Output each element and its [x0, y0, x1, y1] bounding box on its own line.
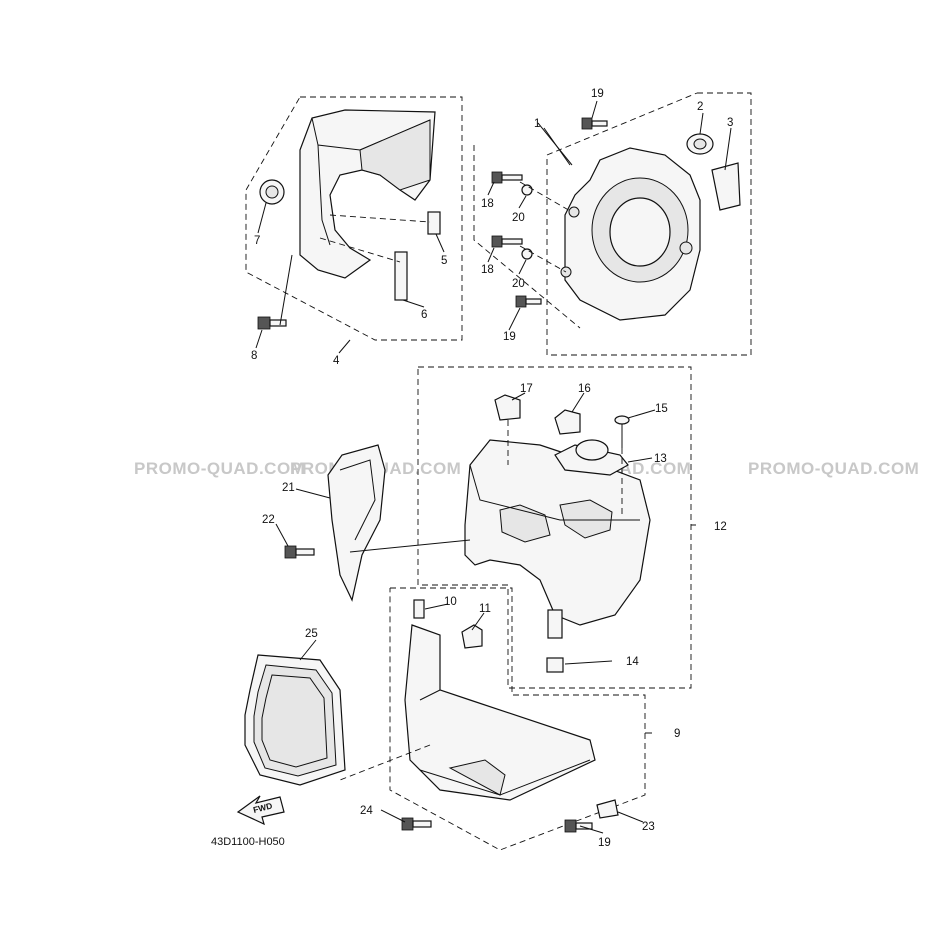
side-cover-21: [284, 444, 471, 602]
label-19: 19: [591, 88, 604, 100]
label-16: 16: [578, 383, 591, 395]
label-15: 15: [655, 403, 668, 415]
label-14: 14: [626, 656, 639, 668]
label-7: 7: [254, 235, 260, 247]
label-11: 11: [479, 603, 491, 615]
label-22: 22: [262, 514, 275, 526]
label-10: 10: [444, 596, 457, 608]
watermark-text: PROMO-QUAD.COM: [134, 459, 305, 478]
label-20: 20: [512, 278, 525, 290]
leader-lines: [255, 100, 732, 834]
label-1: 1: [534, 118, 540, 130]
label-24: 24: [360, 805, 373, 817]
label-8: 8: [251, 350, 257, 362]
label-25: 25: [305, 628, 318, 640]
label-18: 18: [481, 198, 494, 210]
fwd-arrow-icon: FWD: [236, 795, 285, 826]
label-2: 2: [697, 101, 703, 113]
lower-bracket-assembly-9: [339, 587, 652, 851]
label-23: 23: [642, 821, 655, 833]
label-19: 19: [503, 331, 516, 343]
fwd-badge: FWD: [252, 801, 273, 815]
shroud-assembly-4: [245, 96, 463, 341]
fan-housing-assembly-1: [473, 92, 752, 356]
label-20: 20: [512, 212, 525, 224]
label-13: 13: [654, 453, 667, 465]
label-3: 3: [727, 117, 733, 129]
part-labels: 1 2 3 4 5 6 7 8 9 10 11 12 13 14 15 16 1…: [251, 88, 733, 849]
watermark-text: PROMO-QUAD.COM: [748, 459, 919, 478]
label-12: 12: [714, 521, 727, 533]
label-5: 5: [441, 255, 447, 267]
middle-housing-assembly-12: [417, 366, 696, 689]
label-4: 4: [333, 355, 340, 367]
gasket-25: [244, 654, 346, 786]
label-18: 18: [481, 264, 494, 276]
label-19: 19: [598, 837, 611, 849]
document-code: 43D1100-H050: [211, 836, 285, 848]
label-9: 9: [674, 728, 680, 740]
label-6: 6: [421, 309, 427, 321]
label-17: 17: [520, 383, 533, 395]
label-21: 21: [282, 482, 295, 494]
